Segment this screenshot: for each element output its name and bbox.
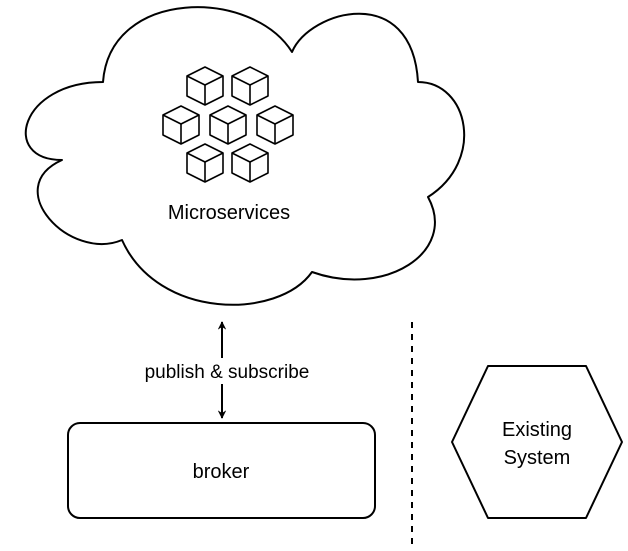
microservice-cube-icon — [162, 105, 200, 145]
existing-system-label-line2: System — [504, 447, 571, 469]
cloud-label: Microservices — [168, 202, 290, 224]
microservice-cube-icon — [256, 105, 294, 145]
broker-node: broker — [67, 422, 376, 519]
microservice-cube-icon — [186, 66, 224, 106]
microservice-cube-icon — [231, 143, 269, 183]
existing-system-hexagon — [451, 365, 623, 519]
existing-system-node: Existing System — [451, 365, 623, 519]
broker-box — [67, 422, 376, 519]
arrow-label-background — [132, 358, 322, 384]
existing-system-label-line1: Existing — [502, 419, 572, 441]
microservices-cubes-icon — [162, 66, 294, 183]
microservice-cube-icon — [209, 105, 247, 145]
broker-label: broker — [193, 461, 250, 483]
microservice-cube-icon — [231, 66, 269, 106]
microservice-cube-icon — [186, 143, 224, 183]
microservices-cloud: Microservices — [24, 6, 466, 306]
arrow-label: publish & subscribe — [145, 362, 310, 383]
